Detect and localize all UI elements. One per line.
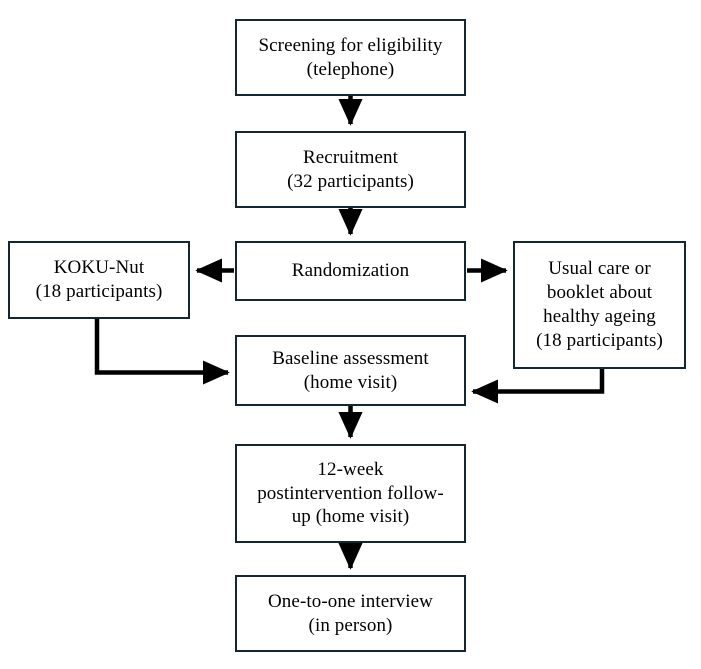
node-baseline-label: Baseline assessment (home visit) [272, 347, 429, 393]
node-control-usual-care[interactable]: Usual care or booklet about healthy agei… [513, 241, 686, 369]
node-recruitment[interactable]: Recruitment (32 participants) [235, 131, 466, 208]
node-intervention-koku-nut[interactable]: KOKU-Nut (18 participants) [8, 241, 190, 319]
node-followup[interactable]: 12-week postintervention follow- up (hom… [235, 444, 466, 543]
node-randomization[interactable]: Randomization [235, 241, 466, 301]
node-recruitment-label: Recruitment (32 participants) [287, 146, 414, 192]
node-control-label: Usual care or booklet about healthy agei… [536, 258, 663, 351]
edge-intervention-to-baseline [94, 319, 230, 385]
node-screening-label: Screening for eligibility (telephone) [258, 34, 443, 80]
node-interview-label: One-to-one interview (in person) [267, 590, 434, 636]
node-interview[interactable]: One-to-one interview (in person) [235, 575, 466, 652]
edge-control-to-baseline [471, 369, 605, 404]
node-screening[interactable]: Screening for eligibility (telephone) [235, 19, 466, 96]
node-randomization-label: Randomization [291, 260, 410, 282]
node-intervention-label: KOKU-Nut (18 participants) [35, 257, 163, 302]
node-followup-label: 12-week postintervention follow- up (hom… [257, 458, 444, 528]
node-baseline-assessment[interactable]: Baseline assessment (home visit) [235, 335, 466, 406]
